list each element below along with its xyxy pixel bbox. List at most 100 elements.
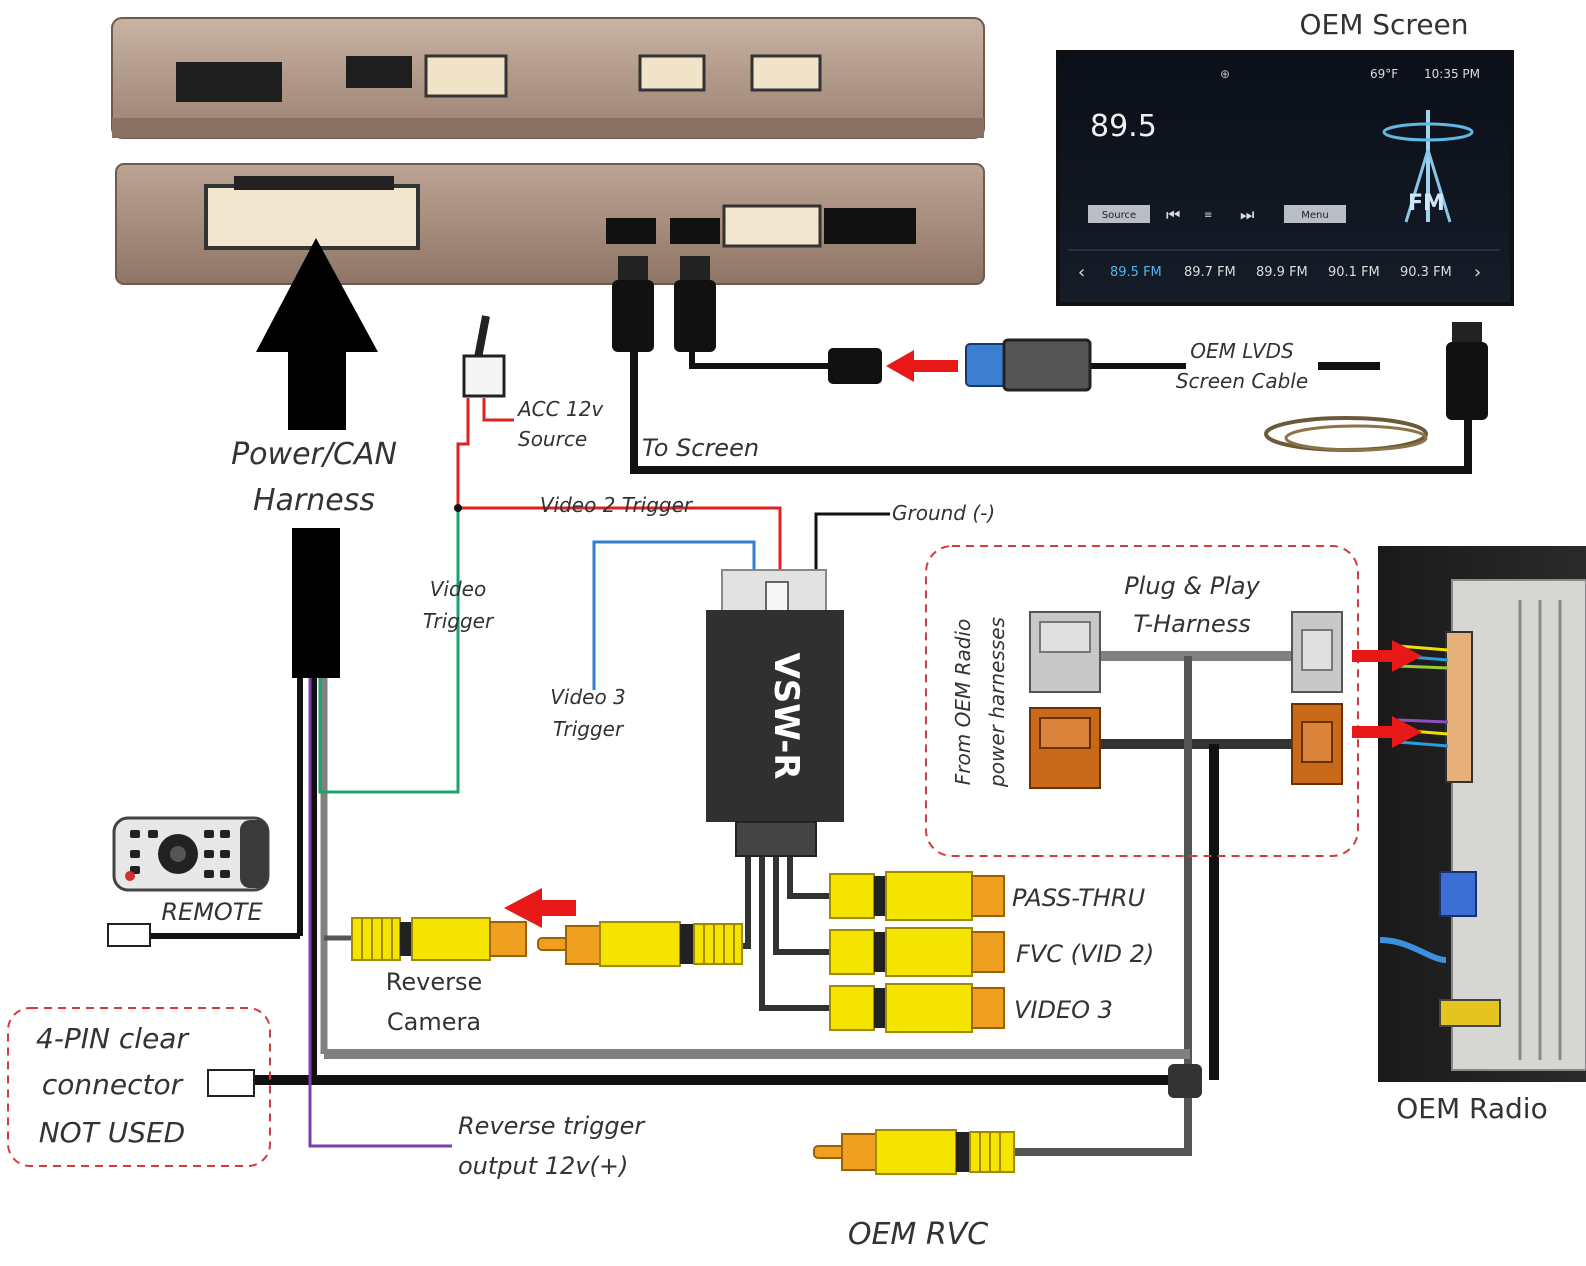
hdmi-port — [824, 208, 916, 244]
screen-preset-1[interactable]: 89.5 FM — [1110, 265, 1162, 280]
video3-trigger-label-2: Trigger — [553, 717, 625, 741]
screen-temperature: 69°F — [1370, 67, 1398, 81]
harness-connector-grey-right — [1291, 611, 1343, 693]
harness-connector-grey-left — [1029, 611, 1101, 693]
screen-status-icon: ⊕ — [1220, 67, 1230, 81]
video3-trigger-label-1: Video 3 — [550, 685, 626, 709]
screen-preset-3[interactable]: 89.9 FM — [1256, 265, 1308, 280]
module-label: VSW-R — [766, 652, 806, 779]
power-can-label-1: Power/CAN — [231, 437, 397, 472]
ground-label: Ground (-) — [892, 501, 995, 525]
acc-label-2: Source — [518, 427, 587, 451]
reverse-camera-label-1: Reverse — [386, 968, 482, 996]
oem-radio-label: OEM Radio — [1396, 1092, 1547, 1125]
rca-fvc — [829, 927, 1005, 977]
coiled-cable — [1264, 416, 1428, 452]
screen-band: FM — [1408, 191, 1445, 216]
oem-radio — [1378, 546, 1586, 1082]
acc-label-1: ACC 12v — [516, 397, 604, 421]
remote-control — [112, 816, 270, 892]
oem-screen: ⊕ 69°F 10:35 PM 89.5 FM Source ⏮ ≡ ⏭ Men… — [1056, 50, 1514, 306]
plug-play-label-1: Plug & Play — [1124, 572, 1260, 600]
mini-usb-port-1 — [606, 218, 656, 244]
from-oem-label-1: From OEM Radio — [951, 619, 975, 785]
preset-next-icon[interactable]: › — [1474, 262, 1481, 283]
wire-junction — [454, 504, 462, 512]
fvc-label: FVC (VID 2) — [1016, 940, 1154, 968]
rca-pass-thru — [829, 871, 1005, 921]
rca-video3 — [829, 983, 1005, 1033]
mini-usb-plug-2 — [674, 256, 716, 352]
interface-box-front — [115, 163, 985, 285]
t-harness-outline — [925, 545, 1359, 857]
reverse-trigger-label-1: Reverse trigger — [458, 1112, 646, 1140]
harness-splice — [1168, 1064, 1202, 1098]
screen-preset-2[interactable]: 89.7 FM — [1184, 265, 1236, 280]
reverse-trigger-label-2: output 12v(+) — [458, 1152, 628, 1180]
harness-connector-orange-left — [1029, 707, 1101, 789]
preset-prev-icon[interactable]: ‹ — [1078, 262, 1085, 283]
fm-tower-icon: FM — [1382, 110, 1474, 223]
video-trigger-label-1: Video — [430, 577, 486, 601]
power-can-arrow — [256, 238, 378, 430]
next-track-icon[interactable]: ⏭ — [1240, 205, 1254, 224]
screen-preset-5[interactable]: 90.3 FM — [1400, 265, 1452, 280]
molex-port-front — [722, 204, 822, 248]
rear-port-molex-1 — [424, 54, 508, 98]
power-harness-sleeve — [292, 528, 340, 678]
video-trigger-label-2: Trigger — [423, 609, 495, 633]
prev-track-icon[interactable]: ⏮ — [1166, 205, 1180, 224]
screen-preset-4[interactable]: 90.1 FM — [1328, 265, 1380, 280]
lvds-plug — [828, 348, 882, 384]
screen-source-label: Source — [1102, 210, 1136, 221]
reverse-camera-arrow — [504, 888, 576, 928]
video3-label: VIDEO 3 — [1014, 996, 1113, 1024]
from-oem-label-2: power harnesses — [985, 617, 1009, 788]
rca-oem-rvc — [813, 1129, 1015, 1175]
seek-icon[interactable]: ≡ — [1204, 210, 1212, 221]
oem-rvc-label: OEM RVC — [848, 1217, 988, 1252]
screen-menu-button[interactable] — [1284, 205, 1346, 223]
harness-arrow-2 — [1352, 716, 1422, 748]
remote-label: REMOTE — [161, 898, 263, 926]
lvds-connector — [965, 338, 1092, 392]
rear-port-molex-3 — [750, 54, 822, 92]
screen-time: 10:35 PM — [1424, 67, 1480, 81]
plug-play-label-2: T-Harness — [1133, 610, 1251, 638]
reverse-camera-label-2: Camera — [387, 1008, 481, 1036]
rear-port-small — [346, 56, 412, 88]
four-pin-label-3: NOT USED — [39, 1116, 186, 1149]
four-pin-outline — [7, 1007, 271, 1167]
video2-trigger-label: Video 2 Trigger — [540, 493, 694, 517]
screen-frequency: 89.5 — [1090, 109, 1157, 144]
power-can-label-2: Harness — [253, 483, 375, 518]
interface-box-rear — [111, 17, 985, 139]
lvds-arrow — [886, 350, 958, 382]
oem-screen-cable-plug — [1446, 322, 1488, 420]
screen-source-button[interactable] — [1088, 205, 1150, 223]
mini-usb-port-2 — [670, 218, 720, 244]
harness-arrow-1 — [1352, 640, 1422, 672]
screen-menu-label: Menu — [1301, 210, 1328, 221]
four-pin-label-2: connector — [42, 1068, 184, 1101]
rca-reverse-camera-female — [351, 917, 527, 961]
harness-connector-orange-right — [1291, 703, 1343, 785]
mini-usb-plug-1 — [612, 256, 654, 352]
vsw-r-module: VSW-R — [706, 569, 844, 857]
power-can-port — [204, 184, 420, 250]
remote-plug — [107, 923, 151, 947]
four-pin-label-1: 4-PIN clear — [36, 1022, 189, 1055]
four-pin-connector — [207, 1069, 255, 1097]
rear-port-dip — [176, 62, 282, 102]
toggle-switch — [462, 315, 506, 398]
rca-reverse-camera-male — [537, 921, 743, 967]
oem-screen-label: OEM Screen — [1299, 8, 1468, 41]
lvds-label-1: OEM LVDS — [1190, 339, 1294, 363]
wires — [148, 350, 1472, 1156]
pass-thru-label: PASS-THRU — [1012, 884, 1146, 912]
rear-port-molex-2 — [638, 54, 706, 92]
to-screen-label: To Screen — [642, 434, 759, 462]
lvds-label-2: Screen Cable — [1176, 369, 1308, 393]
